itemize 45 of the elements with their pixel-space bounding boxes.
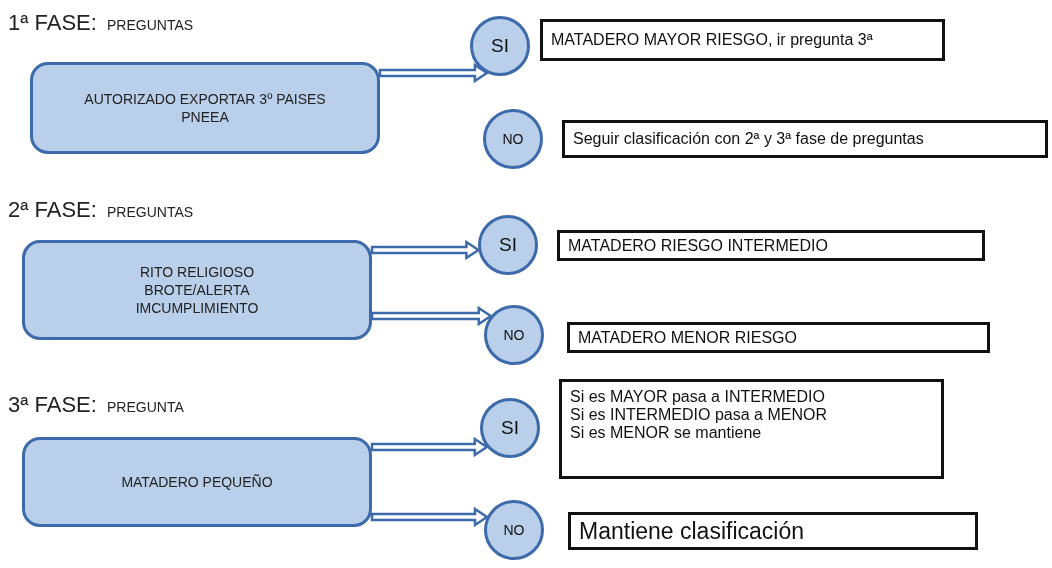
result-box [540, 19, 945, 61]
answer-text: NO [503, 522, 525, 538]
answer-text: SI [501, 417, 519, 439]
result-box [568, 512, 978, 550]
answer-circle [484, 500, 544, 560]
result-box [562, 120, 1048, 158]
answer-circle [480, 398, 540, 458]
answer-text: NO [503, 327, 525, 343]
question-box [22, 437, 372, 527]
answer-circle [484, 305, 544, 365]
answer-text: NO [502, 131, 524, 147]
phase-subheading: PREGUNTAS [107, 204, 194, 220]
result-text: Si es MENOR se mantiene [570, 424, 763, 442]
answer-circle [478, 215, 538, 275]
result-box [559, 379, 944, 479]
result-text: Mantiene clasificación [579, 517, 805, 545]
phase-heading: 3ª FASE: [8, 392, 97, 418]
result-box [567, 322, 990, 353]
phase-subheading: PREGUNTAS [107, 17, 194, 33]
result-text: MATADERO MENOR RIESGO [578, 328, 798, 347]
result-text: Seguir clasificación con 2ª y 3ª fase de preguntas [573, 130, 925, 148]
question-box [30, 62, 380, 154]
arrow [378, 62, 490, 84]
question-text: BROTE/ALERTA [144, 281, 250, 299]
question-text: IMCUMPLIMIENTO [135, 299, 259, 317]
result-box [557, 230, 985, 261]
answer-text: SI [491, 35, 509, 57]
question-text: RITO RELIGIOSO [139, 263, 255, 281]
answer-text: SI [499, 234, 517, 256]
arrow [370, 305, 494, 327]
result-text: Si es INTERMEDIO pasa a MENOR [570, 406, 828, 424]
result-text: MATADERO RIESGO INTERMEDIO [568, 236, 829, 255]
arrow [370, 239, 481, 261]
phase-subheading: PREGUNTA [107, 399, 184, 415]
arrow [370, 506, 490, 528]
phase-heading: 2ª FASE: [8, 197, 97, 223]
result-text: MATADERO MAYOR RIESGO, ir pregunta 3ª [551, 31, 874, 49]
question-box [22, 240, 372, 340]
answer-circle [483, 109, 543, 169]
answer-circle [470, 16, 530, 76]
result-text: Si es MAYOR pasa a INTERMEDIO [570, 388, 826, 406]
arrow [370, 436, 490, 458]
phase-heading: 1ª FASE: [8, 10, 97, 36]
question-text: MATADERO PEQUEÑO [121, 473, 273, 491]
question-text: AUTORIZADO EXPORTAR 3º PAISES PNEEA [83, 90, 327, 126]
